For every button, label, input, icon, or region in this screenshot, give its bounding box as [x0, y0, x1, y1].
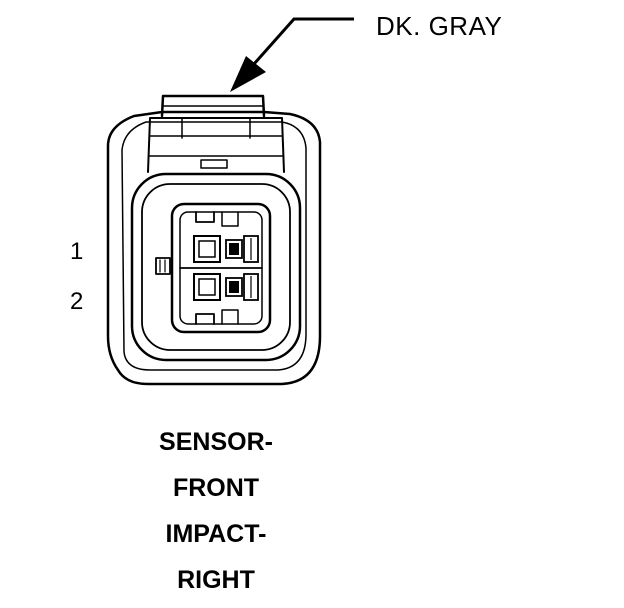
caption-line-3: IMPACT- [165, 520, 267, 548]
leader-arrow [230, 17, 354, 92]
latch-rib [200, 159, 228, 169]
pin-number-2: 2 [70, 288, 84, 315]
arrowhead [230, 56, 266, 92]
pin-number-1: 1 [70, 238, 84, 265]
seal-ring-inner [141, 183, 291, 351]
caption-line-4: RIGHT [177, 566, 255, 594]
terminal-face [170, 202, 272, 334]
seal-ring-outer [130, 172, 302, 362]
connector-body [106, 94, 322, 386]
wire-color-label: DK. GRAY [376, 11, 503, 41]
caption-line-2: FRONT [172, 474, 260, 502]
latch-hood [147, 117, 285, 173]
key-notch-top [195, 211, 215, 223]
cavity-pin-2 [193, 273, 259, 301]
cavity-pin-1 [193, 235, 259, 263]
leader-line [252, 17, 354, 65]
caption-line-1: SENSOR- [159, 428, 273, 456]
key-notch-bottom [195, 313, 215, 325]
connector-caption: SENSOR- FRONT IMPACT- RIGHT [104, 424, 328, 608]
side-key [155, 257, 171, 275]
outer-housing [106, 110, 322, 386]
housing-inner-outline [121, 121, 307, 371]
